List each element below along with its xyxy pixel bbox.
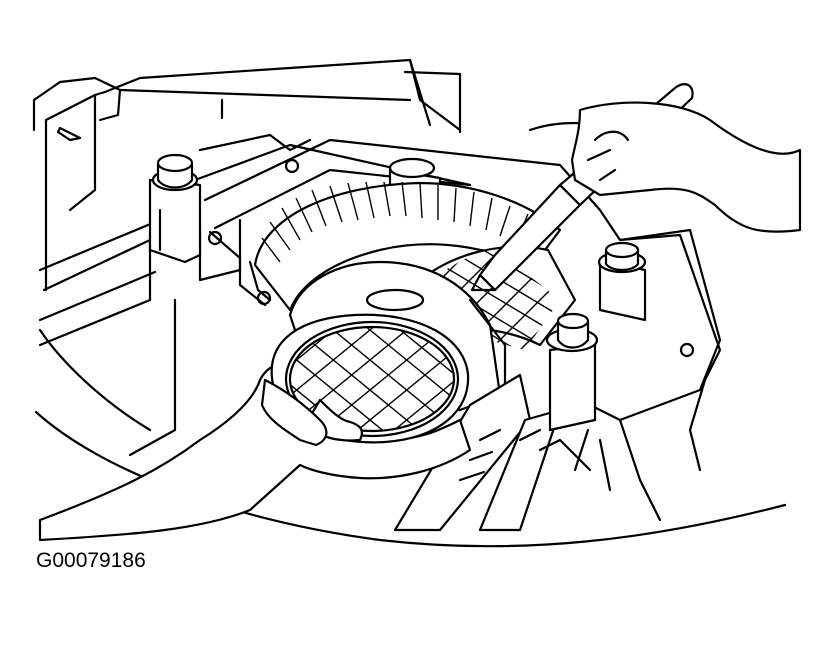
figure-id-label: G00079186 [36,549,146,572]
bolt-hole [679,342,695,358]
housing-outline [32,58,787,548]
right-hand [570,101,802,233]
bolt-hole [284,158,300,174]
finger [260,378,328,447]
left-stud [148,153,202,264]
ring-gear [248,181,562,312]
bolt-hole [207,230,223,246]
right-stud [597,241,647,322]
